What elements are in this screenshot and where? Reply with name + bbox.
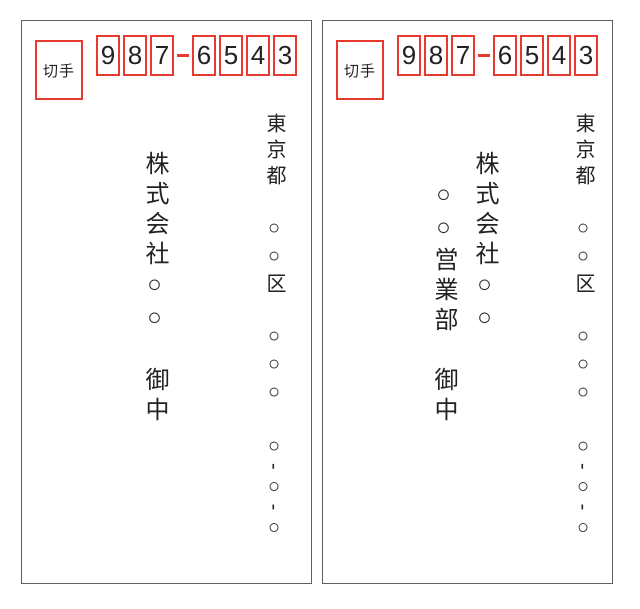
stamp-label: 切手 [343,62,376,80]
postal-digit-box: 8 [123,35,147,76]
recipient-department-text: ○○営業部 御中 [430,181,457,427]
postal-digit-box: 3 [273,35,297,76]
postal-dash [478,54,490,57]
postal-code-row: 9 8 7 6 5 4 3 [397,35,598,76]
postal-digit-box: 9 [96,35,120,76]
postal-digit-box: 5 [520,35,544,76]
postal-digit-box: 7 [150,35,174,76]
address-vertical-text: 東京都 ○○区 ○○○ ○-○-○ [263,113,285,545]
recipient-company-text: 株式会社○○ [471,151,498,337]
postal-code-row: 9 8 7 6 5 4 3 [96,35,297,76]
postal-dash [177,54,189,57]
postal-digit-box: 4 [246,35,270,76]
postal-digit-box: 9 [397,35,421,76]
postal-digit-box: 6 [493,35,517,76]
envelope-left: 切手 9 8 7 6 5 4 3 東京都 ○○区 ○○○ ○-○-○ 株式会社○… [21,20,312,584]
recipient-company-text: 株式会社○○ 御中 [141,151,168,427]
stamp-label: 切手 [42,62,75,80]
envelope-right: 切手 9 8 7 6 5 4 3 東京都 ○○区 ○○○ ○-○-○ 株式会社○… [322,20,613,584]
postal-digit-box: 8 [424,35,448,76]
postal-digit-box: 5 [219,35,243,76]
stamp-box: 切手 [35,40,83,100]
stamp-box: 切手 [336,40,384,100]
postal-digit-box: 4 [547,35,571,76]
postal-digit-box: 7 [451,35,475,76]
address-vertical-text: 東京都 ○○区 ○○○ ○-○-○ [572,113,594,545]
postal-digit-box: 6 [192,35,216,76]
postal-digit-box: 3 [574,35,598,76]
